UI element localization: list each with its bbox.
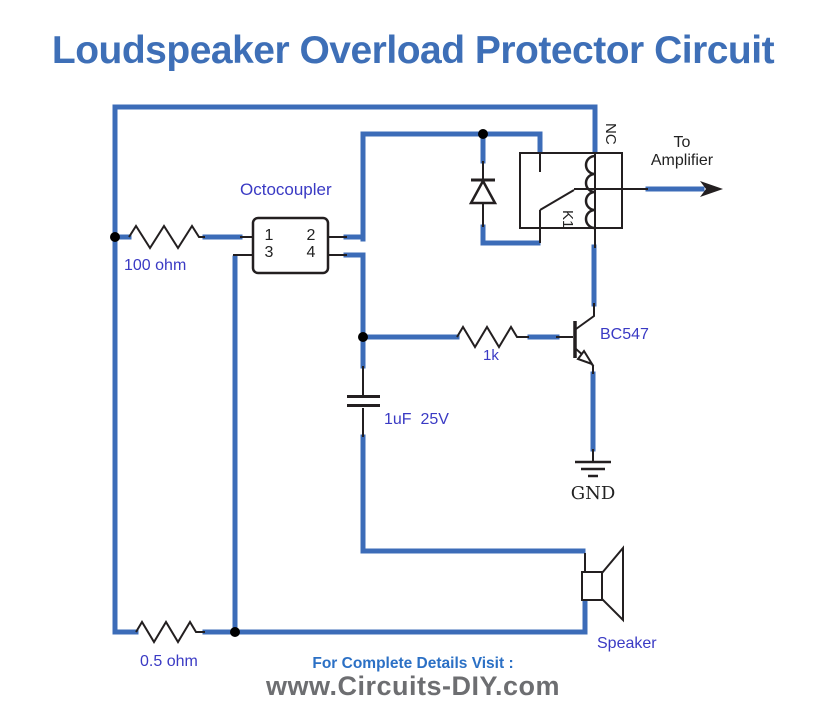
footer-visit-text: For Complete Details Visit : <box>312 655 514 672</box>
resistor-1k-symbol <box>456 325 529 349</box>
relay-arm <box>539 189 575 211</box>
junction-dot <box>230 627 240 637</box>
page-title: Loudspeaker Overload Protector Circuit <box>51 29 775 72</box>
diode-symbol <box>468 161 498 227</box>
octocoupler-label: Octocoupler <box>240 180 332 199</box>
component-strokes <box>128 152 648 644</box>
speaker-icon <box>581 545 624 623</box>
transistor-bc547-symbol <box>556 303 595 374</box>
gnd-label: GND <box>570 483 616 504</box>
resistor-05ohm-label: 0.5 ohm <box>140 653 198 670</box>
ground-symbol <box>575 449 611 478</box>
resistor-1k-label: 1k <box>483 347 499 364</box>
junction-dot <box>110 232 120 242</box>
relay-coil-loops <box>584 154 596 230</box>
wire-main-rail <box>112 104 598 635</box>
wire-group <box>112 104 705 635</box>
relay-box <box>519 152 623 229</box>
speaker-label: Speaker <box>597 635 657 652</box>
octocoupler-pin-3: 3 <box>264 244 274 261</box>
relay-nc-label: NC <box>602 123 619 145</box>
footer-site-text: www.Circuits-DIY.com <box>265 671 561 701</box>
wire-pin4-down <box>343 252 366 342</box>
wire-cap-to-speaker <box>360 434 586 554</box>
octocoupler-pin-4: 4 <box>306 244 316 261</box>
to-amplifier-arrow <box>700 181 723 197</box>
resistor-100ohm-label: 100 ohm <box>124 257 187 274</box>
relay-symbol <box>519 152 648 248</box>
junction-dot <box>358 332 368 342</box>
relay-k1-label: K1 <box>559 210 576 229</box>
octocoupler-pin-1: 1 <box>264 227 274 244</box>
transistor-label: BC547 <box>600 326 649 343</box>
octocoupler-pin-2: 2 <box>306 227 316 244</box>
wire-diode-bottom <box>480 224 541 246</box>
junction-dots <box>110 129 488 637</box>
resistor-05ohm-symbol <box>135 620 205 644</box>
resistor-100ohm-symbol <box>128 224 205 250</box>
capacitor-symbol <box>347 366 380 437</box>
capacitor-label: 1uF 25V <box>384 411 449 428</box>
junction-dot <box>478 129 488 139</box>
wire-pin2-to-relay <box>360 131 543 242</box>
to-amplifier-label: To Amplifier <box>650 134 714 169</box>
octocoupler-box <box>251 216 330 275</box>
